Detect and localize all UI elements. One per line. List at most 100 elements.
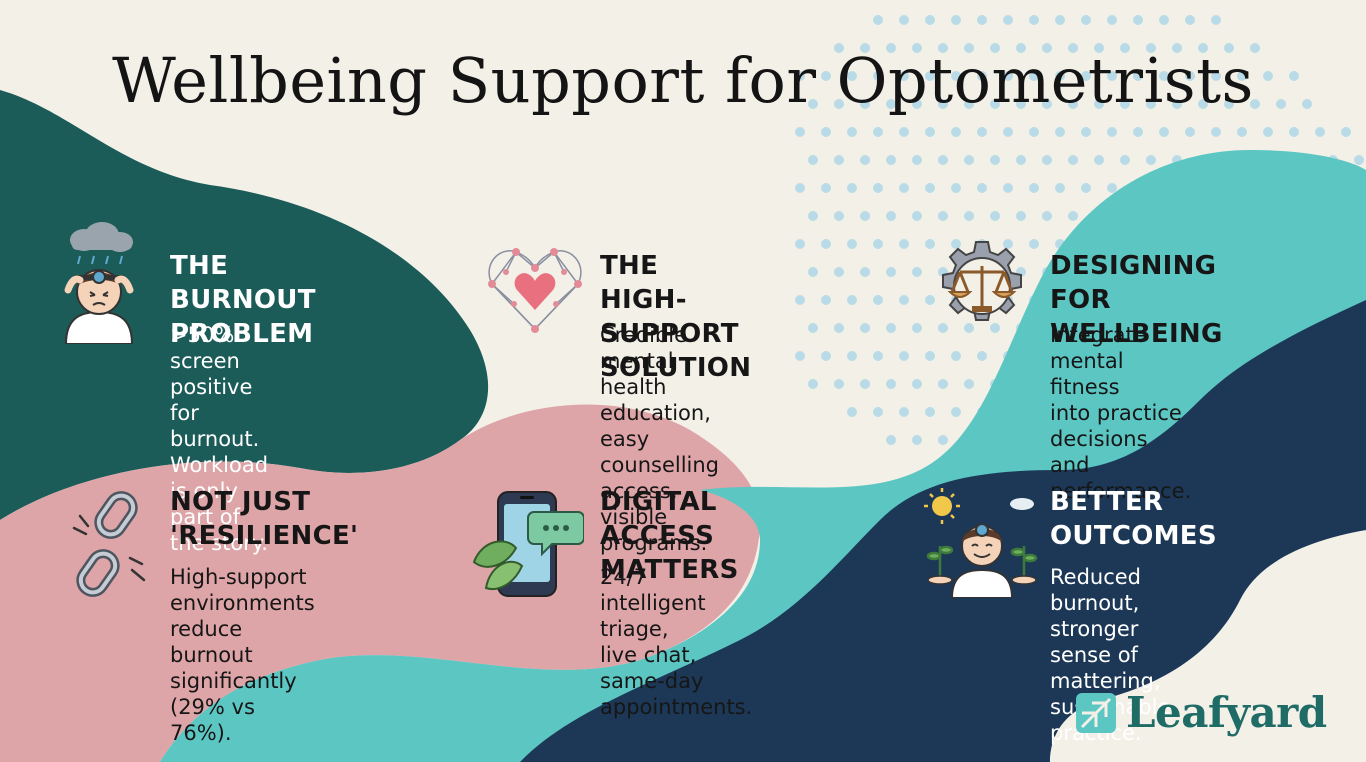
decor-dot — [990, 323, 1000, 333]
decor-dot — [1055, 71, 1065, 81]
decor-dot — [951, 351, 961, 361]
decor-dot — [1003, 71, 1013, 81]
decor-dot — [1159, 127, 1169, 137]
card-heading: DIGITAL ACCESS MATTERS — [600, 487, 739, 585]
decor-dot — [795, 239, 805, 249]
card-body: Credible mental health education, easy c… — [600, 323, 720, 555]
decor-dot — [1237, 71, 1247, 81]
decor-dot — [964, 99, 974, 109]
decor-dot — [873, 15, 883, 25]
decor-dot — [886, 379, 896, 389]
decor-dot — [1042, 43, 1052, 53]
decor-dot — [795, 351, 805, 361]
decor-dot — [977, 127, 987, 137]
decor-dot — [925, 295, 935, 305]
decor-dot — [990, 155, 1000, 165]
decor-dot — [886, 323, 896, 333]
decor-dot — [1185, 127, 1195, 137]
decor-dot — [1276, 99, 1286, 109]
decor-dot — [925, 71, 935, 81]
decor-dot — [977, 183, 987, 193]
decor-dot — [899, 351, 909, 361]
decor-dot — [1211, 71, 1221, 81]
card-body: Integrate mental fitness into practice d… — [1050, 323, 1192, 503]
decor-dot — [964, 211, 974, 221]
decor-dot — [1185, 71, 1195, 81]
decor-dot — [1224, 43, 1234, 53]
decor-dot — [860, 267, 870, 277]
decor-dot — [1003, 15, 1013, 25]
decor-dot — [808, 379, 818, 389]
decor-dot — [1003, 239, 1013, 249]
decor-dot — [821, 127, 831, 137]
decor-dot — [1146, 155, 1156, 165]
decor-dot — [821, 71, 831, 81]
decor-dot — [821, 351, 831, 361]
decor-dot — [977, 15, 987, 25]
decor-dot — [1068, 211, 1078, 221]
decor-dot — [834, 99, 844, 109]
decor-dot — [990, 99, 1000, 109]
decor-dot — [1094, 155, 1104, 165]
decor-dot — [847, 127, 857, 137]
decor-dot — [925, 183, 935, 193]
decor-dot — [1120, 99, 1130, 109]
page-title: Wellbeing Support for Optometrists — [112, 44, 1254, 117]
decor-dot — [1094, 43, 1104, 53]
decor-dot — [951, 407, 961, 417]
decor-dot — [899, 407, 909, 417]
decor-dot — [886, 435, 896, 445]
card-body: >50% screen positive for burnout. Worklo… — [170, 323, 269, 555]
decor-dot — [912, 43, 922, 53]
decor-dot — [1016, 155, 1026, 165]
decor-dot — [860, 379, 870, 389]
decor-dot — [1146, 99, 1156, 109]
decor-dot — [834, 267, 844, 277]
decor-dot — [886, 267, 896, 277]
decor-dot — [1263, 71, 1273, 81]
phone-chat-icon — [472, 491, 584, 597]
decor-dot — [795, 127, 805, 137]
decor-dot — [886, 99, 896, 109]
decor-dot — [1211, 127, 1221, 137]
card-heading: BETTER OUTCOMES — [1050, 487, 1217, 551]
decor-dot — [1081, 127, 1091, 137]
decor-dot — [1055, 15, 1065, 25]
decor-dot — [1237, 127, 1247, 137]
decor-dot — [847, 183, 857, 193]
decor-dot — [1068, 43, 1078, 53]
decor-dot — [821, 183, 831, 193]
decor-dot — [938, 155, 948, 165]
decor-dot — [860, 43, 870, 53]
broken-chain-icon — [72, 491, 146, 597]
decor-dot — [873, 71, 883, 81]
decor-dot — [925, 407, 935, 417]
decor-dot — [899, 71, 909, 81]
decor-dot — [964, 323, 974, 333]
gear-scales-icon — [942, 241, 1022, 321]
card-body: 24/7 intelligent triage, live chat, same… — [600, 565, 753, 719]
decor-dot — [1185, 15, 1195, 25]
decor-dot — [808, 267, 818, 277]
decor-dot — [951, 71, 961, 81]
decor-dot — [1029, 15, 1039, 25]
decor-dot — [977, 351, 987, 361]
stressed-doctor-icon — [64, 222, 134, 344]
decor-dot — [990, 211, 1000, 221]
leaf-logo-icon — [1076, 692, 1116, 733]
decor-dot — [1055, 127, 1065, 137]
decor-dot — [1107, 183, 1117, 193]
decor-dot — [1263, 127, 1273, 137]
decor-dot — [873, 239, 883, 249]
decor-dot — [938, 43, 948, 53]
decor-dot — [834, 155, 844, 165]
decor-dot — [1172, 43, 1182, 53]
card-body: Reduced burnout, stronger sense of matte… — [1050, 565, 1170, 745]
decor-dot — [1133, 15, 1143, 25]
decor-dot — [1198, 43, 1208, 53]
decor-dot — [977, 71, 987, 81]
decor-dot — [1081, 15, 1091, 25]
decor-dot — [899, 295, 909, 305]
decor-dot — [938, 435, 948, 445]
decor-dot — [795, 183, 805, 193]
